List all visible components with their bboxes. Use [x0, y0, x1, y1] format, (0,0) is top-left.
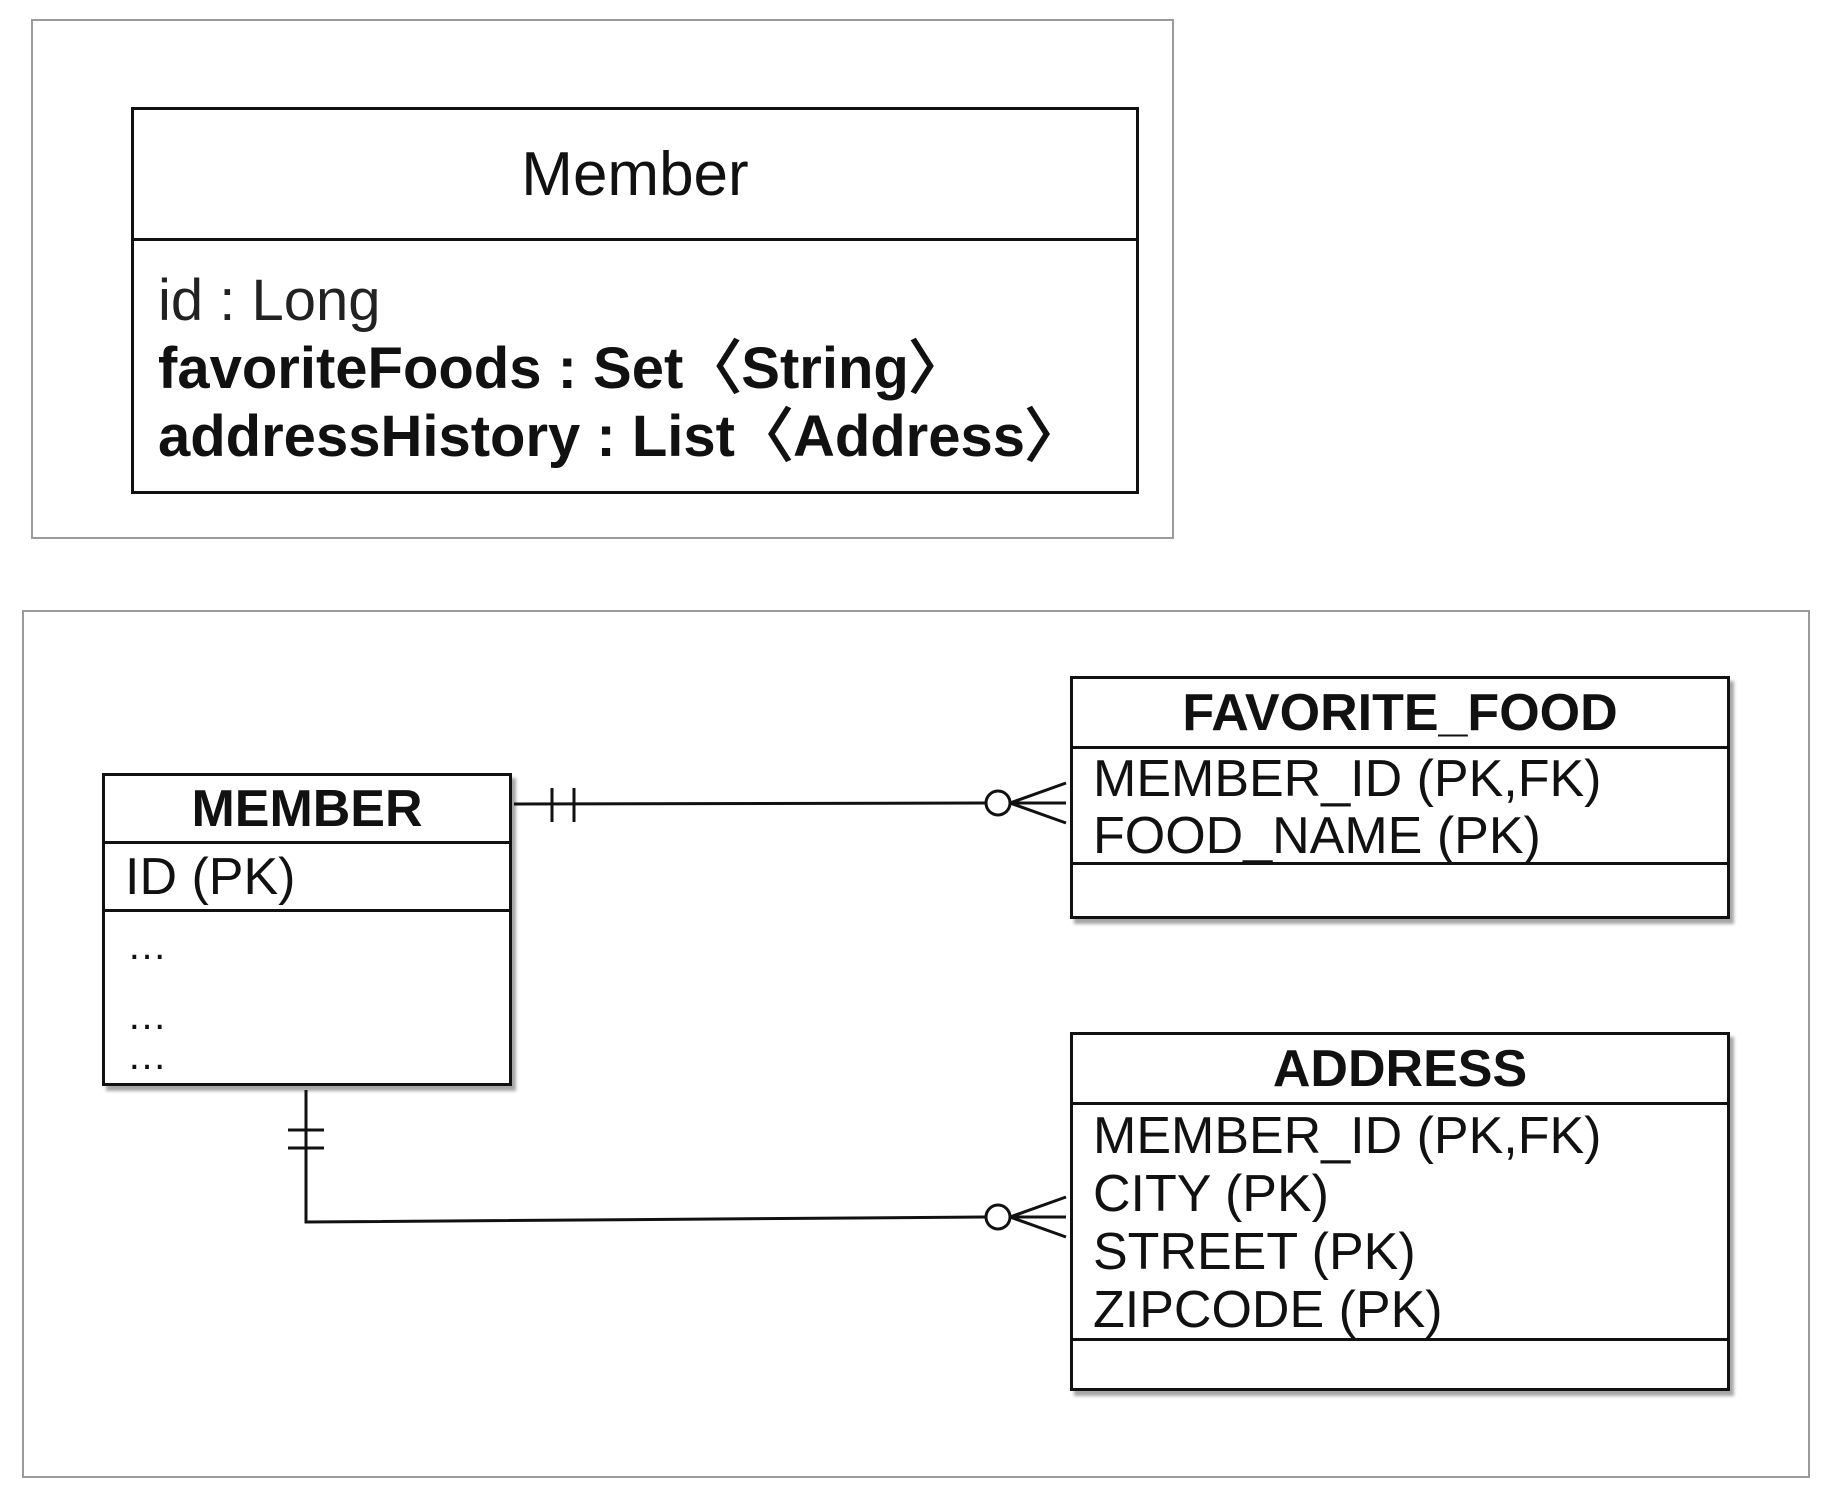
column-street: STREET (PK) — [1093, 1223, 1416, 1281]
erd-table-favorite-food: FAVORITE_FOOD MEMBER_ID (PK,FK) FOOD_NAM… — [1070, 676, 1730, 919]
table-name: ADDRESS — [1073, 1035, 1727, 1105]
uml-attribute-id: id : Long — [158, 268, 381, 333]
primary-key-section: MEMBER_ID (PK,FK) FOOD_NAME (PK) — [1073, 749, 1727, 865]
uml-class-name: Member — [134, 110, 1136, 241]
column-member-id: MEMBER_ID (PK,FK) — [1093, 750, 1602, 808]
primary-key-section: MEMBER_ID (PK,FK) CITY (PK) STREET (PK) … — [1073, 1105, 1727, 1341]
other-columns-section: … … … — [105, 912, 509, 1076]
uml-attribute-address-history: addressHistory : List〈Address〉 — [158, 404, 1084, 469]
column-ellipsis: … — [127, 924, 167, 968]
erd-table-member: MEMBER ID (PK) … … … — [102, 773, 512, 1086]
uml-class-attributes: id : Long favoriteFoods : Set〈String〉 ad… — [134, 241, 1136, 471]
column-ellipsis: … — [127, 1034, 167, 1078]
column-city: CITY (PK) — [1093, 1165, 1329, 1223]
column-zipcode: ZIPCODE (PK) — [1093, 1281, 1443, 1339]
uml-class-member: Member id : Long favoriteFoods : Set〈Str… — [131, 107, 1139, 494]
column-member-id: MEMBER_ID (PK,FK) — [1093, 1107, 1602, 1165]
primary-key-section: ID (PK) — [105, 844, 509, 912]
column-food-name: FOOD_NAME (PK) — [1093, 807, 1541, 865]
table-name: FAVORITE_FOOD — [1073, 679, 1727, 749]
erd-table-address: ADDRESS MEMBER_ID (PK,FK) CITY (PK) STRE… — [1070, 1032, 1730, 1391]
table-name: MEMBER — [105, 776, 509, 844]
column-ellipsis: … — [127, 994, 167, 1038]
uml-class-panel: Member id : Long favoriteFoods : Set〈Str… — [31, 19, 1174, 539]
uml-attribute-favorite-foods: favoriteFoods : Set〈String〉 — [158, 336, 967, 401]
column-id: ID (PK) — [125, 848, 296, 906]
